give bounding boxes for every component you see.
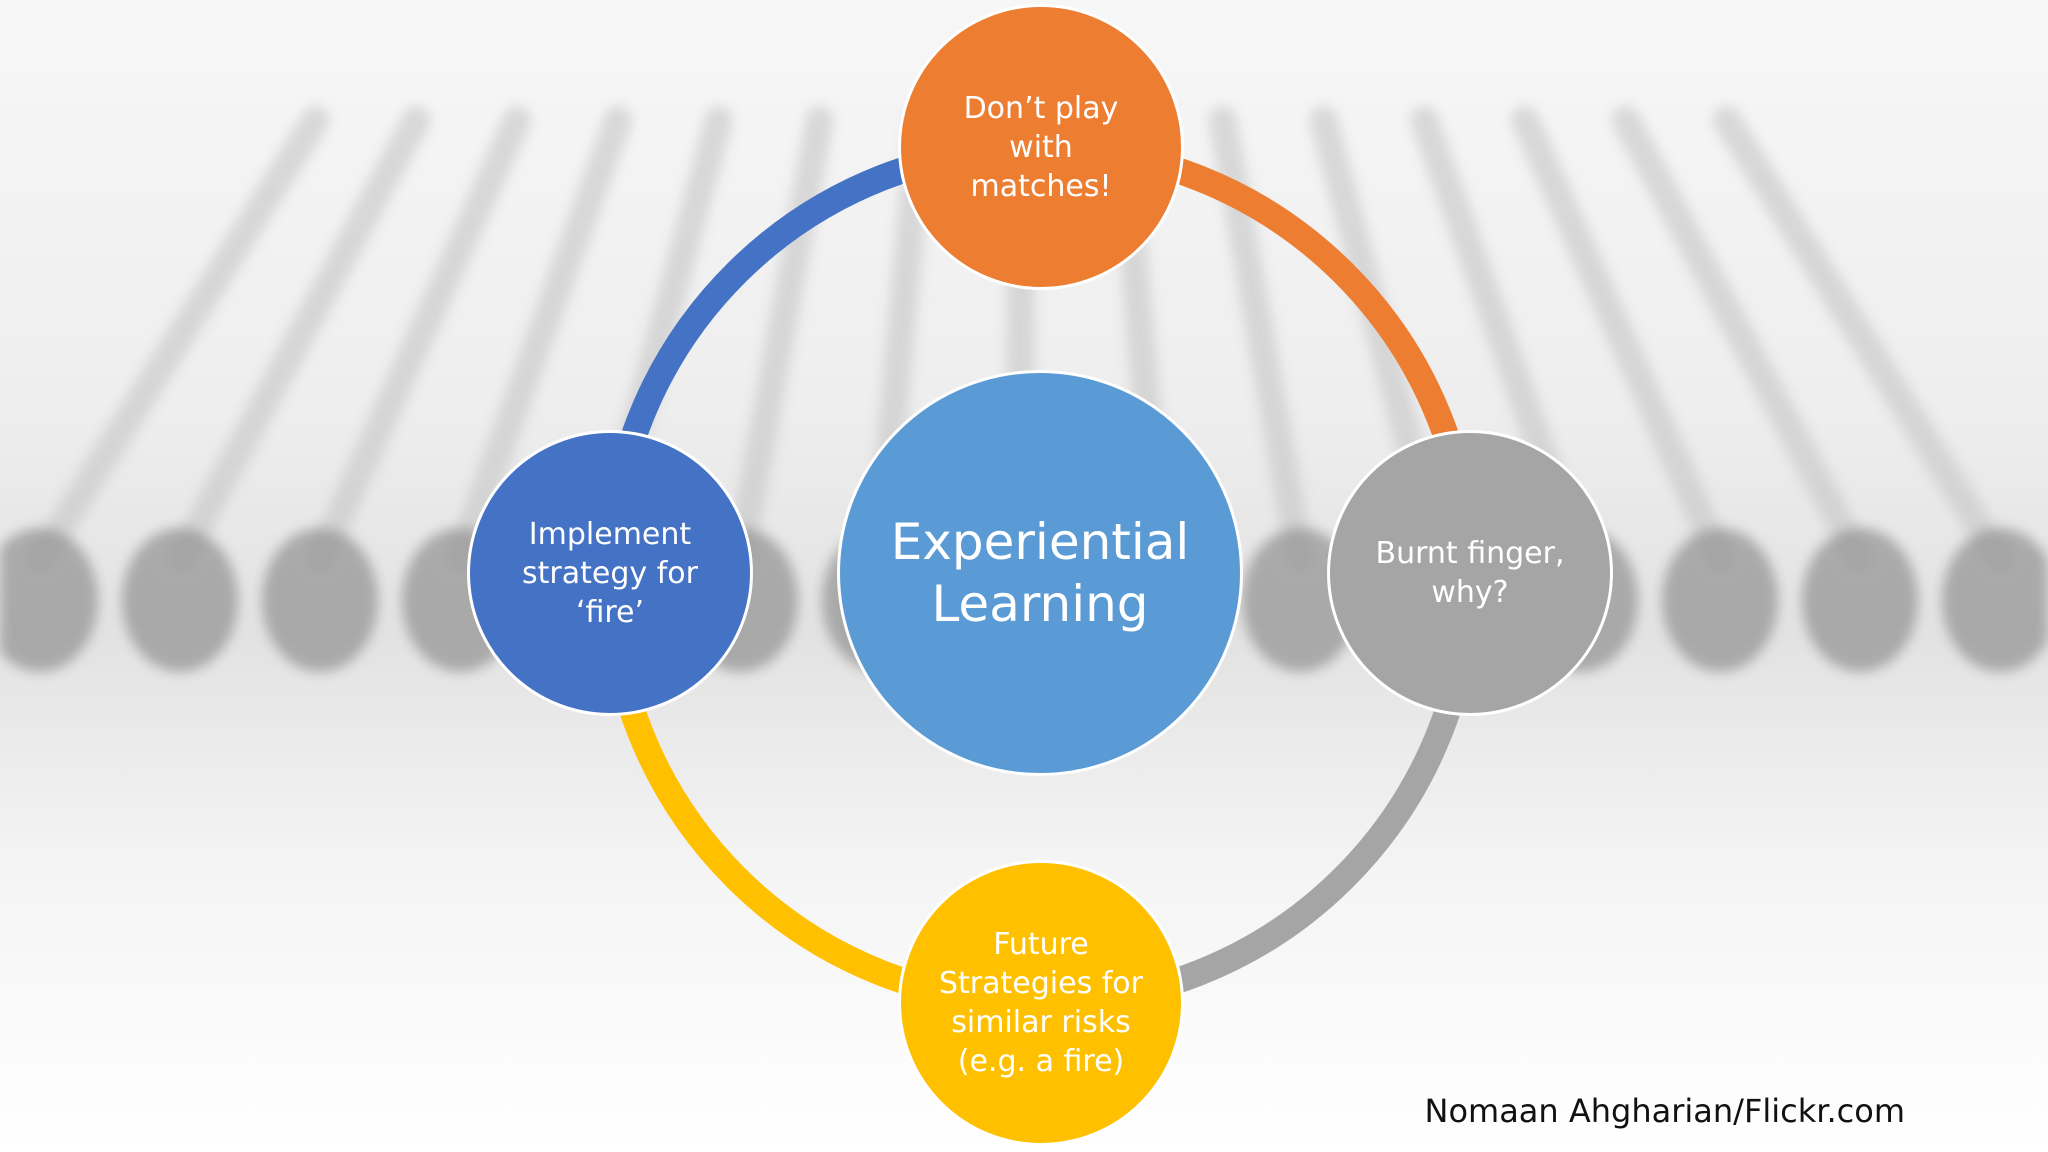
center-node-experiential-learning: Experiential Learning [837, 370, 1243, 776]
cycle-node-dont-play-with-matches: Don’t play with matches! [898, 4, 1184, 290]
cycle-node-label: Don’t play with matches! [963, 90, 1119, 204]
background-matchstick [1712, 106, 2014, 574]
cycle-node-label: Burnt finger, why? [1375, 536, 1565, 610]
background-match-head [1942, 528, 2048, 672]
cycle-node-burnt-finger: Burnt finger, why? [1327, 430, 1613, 716]
background-matchstick [1511, 106, 1734, 574]
background-match-head [122, 528, 238, 672]
background-matchstick [1611, 106, 1874, 574]
photo-credit: Nomaan Ahgharian/Flickr.com [1424, 1092, 1906, 1130]
background-matchstick [306, 106, 532, 574]
background-match-head [1802, 528, 1918, 672]
center-node-label: Experiential Learning [890, 512, 1190, 634]
background-matchstick [166, 106, 431, 574]
cycle-node-future-strategies: Future Strategies for similar risks (e.g… [898, 860, 1184, 1146]
background-matchstick [26, 106, 330, 574]
cycle-node-label: Implement strategy for ‘fire’ [522, 516, 698, 630]
background-match-head [1662, 528, 1778, 672]
background-match-head [0, 528, 98, 672]
background-matchstick [446, 106, 632, 574]
cycle-node-label: Future Strategies for similar risks (e.g… [939, 927, 1143, 1079]
background-matchstick [726, 106, 834, 574]
background-match-head [262, 528, 378, 672]
cycle-node-implement-strategy: Implement strategy for ‘fire’ [467, 430, 753, 716]
